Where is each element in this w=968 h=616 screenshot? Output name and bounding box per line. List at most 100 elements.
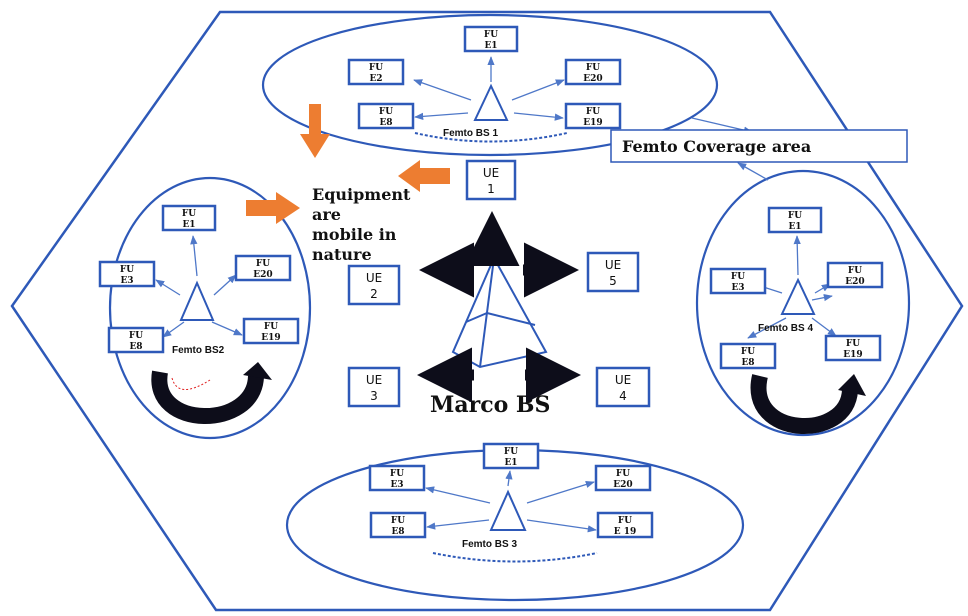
svg-text:FU: FU [391, 516, 405, 526]
svg-text:E3: E3 [731, 283, 744, 293]
fue-box: FU E19 [564, 102, 622, 130]
svg-text:UE: UE [366, 373, 382, 387]
fue-box: FU E1 [463, 25, 519, 53]
coverage-label: Femto Coverage area [622, 137, 811, 156]
femto-cell-2-coverage [108, 176, 312, 440]
svg-text:E3: E3 [390, 480, 403, 490]
ue-1: UE 1 [465, 159, 517, 201]
femto-bs-2-label: Femto BS2 [172, 345, 225, 356]
femto-bs-4-icon [780, 277, 816, 315]
femto-cell-3: Femto BS 3 FU E1 FU E3 FU E20 FU E8 FU E… [368, 442, 654, 563]
svg-text:E20: E20 [583, 74, 602, 84]
fue-box: FU E1 [161, 204, 217, 232]
svg-text:FU: FU [379, 107, 393, 117]
svg-text:FU: FU [182, 209, 196, 219]
fue-box: FU E1 [482, 442, 540, 470]
svg-text:FU: FU [256, 259, 270, 269]
fue-box: FU E8 [719, 342, 777, 370]
svg-text:3: 3 [370, 389, 378, 403]
mobility-arrow-down [300, 104, 330, 158]
fue-box: FU E8 [369, 511, 427, 539]
mobility-note-line-4: nature [312, 245, 372, 264]
fue-box: FU E1 [767, 206, 823, 234]
svg-text:FU: FU [741, 347, 755, 357]
svg-text:FU: FU [264, 322, 278, 332]
femto-bs-4-label: Femto BS 4 [758, 323, 813, 334]
macro-cell-hexagon [10, 10, 964, 612]
svg-text:E19: E19 [261, 333, 280, 343]
mobility-note-line-2: are [312, 205, 341, 224]
fue-box: FU E8 [357, 102, 415, 130]
femto-bs-1-label: Femto BS 1 [443, 128, 498, 139]
svg-text:E20: E20 [613, 480, 632, 490]
svg-text:FU: FU [846, 339, 860, 349]
mobility-note-line-1: Equipment [312, 185, 411, 204]
svg-text:E8: E8 [379, 118, 392, 128]
svg-text:E8: E8 [129, 342, 142, 352]
ue-2: UE 2 [347, 264, 401, 306]
svg-text:E19: E19 [583, 118, 602, 128]
svg-text:E2: E2 [369, 74, 382, 84]
svg-text:4: 4 [619, 389, 627, 403]
svg-text:FU: FU [504, 447, 518, 457]
femto-cell-1: Femto BS 1 FU E1 FU E2 FU E20 FU E8 FU E… [347, 25, 622, 143]
svg-text:E1: E1 [182, 220, 195, 230]
ue-3: UE 3 [347, 366, 401, 408]
fue-box: FU E19 [824, 334, 882, 362]
svg-text:E 19: E 19 [614, 527, 637, 537]
coverage-label-box [610, 129, 908, 163]
svg-text:2: 2 [370, 287, 378, 301]
svg-text:FU: FU [618, 516, 632, 526]
svg-text:FU: FU [586, 107, 600, 117]
fue-box: FU E20 [564, 58, 622, 86]
macro-bs-label: Marco BS [430, 392, 550, 418]
fue-box: FU E3 [368, 464, 426, 492]
svg-text:E1: E1 [484, 41, 497, 51]
femto-bs-2-icon [179, 280, 215, 321]
mobility-note-line-3: mobile in [312, 225, 397, 244]
ue-5: UE 5 [586, 251, 640, 293]
svg-text:UE: UE [366, 271, 382, 285]
svg-text:UE: UE [483, 166, 499, 180]
femto-bs-3-label: Femto BS 3 [462, 539, 517, 550]
svg-text:FU: FU [369, 63, 383, 73]
svg-text:E8: E8 [391, 527, 404, 537]
mobility-arrow-left [398, 160, 450, 192]
femto-bs-3-icon [489, 489, 527, 531]
svg-text:FU: FU [129, 331, 143, 341]
femto-cell-4: Femto BS 4 FU E1 FU E3 FU E20 FU E8 FU E… [709, 206, 884, 434]
fue-box: FU E3 [709, 267, 767, 295]
fue-box: FU E20 [826, 261, 884, 289]
fue-box: FU E3 [98, 260, 156, 288]
femto-cell-1-coverage [261, 13, 719, 157]
svg-text:FU: FU [484, 30, 498, 40]
femto-cell-4-coverage [695, 169, 911, 437]
fue-box: FU E20 [234, 254, 292, 282]
femto-cell-2: Femto BS2 FU E1 FU E3 FU E20 FU E8 FU E1… [98, 204, 300, 424]
fue-box: FU E8 [107, 326, 165, 354]
coverage-pointer-4 [737, 162, 769, 181]
mobility-arrow-right [246, 192, 300, 224]
svg-text:FU: FU [586, 63, 600, 73]
svg-text:FU: FU [390, 469, 404, 479]
svg-text:FU: FU [120, 265, 134, 275]
macro-ue-arrows [417, 211, 581, 403]
svg-text:1: 1 [487, 182, 495, 196]
svg-text:E19: E19 [843, 350, 862, 360]
svg-text:E20: E20 [845, 277, 864, 287]
svg-text:E20: E20 [253, 270, 272, 280]
svg-text:UE: UE [615, 373, 631, 387]
ue-4: UE 4 [595, 366, 651, 408]
svg-text:FU: FU [616, 469, 630, 479]
fue-box: FU E2 [347, 58, 405, 86]
svg-text:E1: E1 [504, 458, 517, 468]
macro-bs-icon [451, 255, 548, 369]
svg-text:E3: E3 [120, 276, 133, 286]
svg-text:FU: FU [788, 211, 802, 221]
svg-text:5: 5 [609, 274, 617, 288]
svg-text:E1: E1 [788, 222, 801, 232]
fue-box: FU E 19 [596, 511, 654, 539]
fue-box: FU E20 [594, 464, 652, 492]
